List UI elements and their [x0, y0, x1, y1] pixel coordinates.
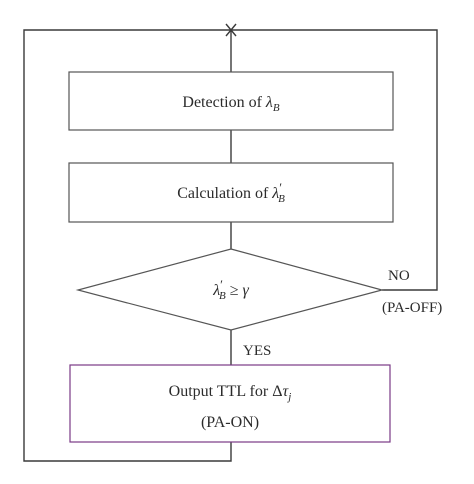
svg-text:λ′B ≥ γ: λ′B ≥ γ: [212, 277, 249, 302]
output-tau: τ: [283, 383, 290, 400]
pa-on-label: (PA-ON): [201, 414, 259, 431]
calculation-lambda: λ: [271, 185, 279, 202]
calculation-label: Calculation of: [177, 185, 272, 202]
detection-lambda: λ: [265, 94, 273, 111]
detection-label: Detection of: [182, 94, 266, 111]
decision-lambda: λ: [212, 282, 220, 299]
pa-off-label: (PA-OFF): [382, 300, 442, 316]
output-box: Output TTL for Δτj (PA-ON): [69, 364, 391, 443]
no-label: NO: [388, 268, 410, 284]
output-subscript: j: [286, 391, 291, 403]
output-label: Output TTL for: [169, 383, 273, 400]
calculation-box: Calculation of λ′B: [68, 162, 394, 223]
no-branch-connector: [231, 29, 438, 291]
calculation-prime: ′: [279, 180, 282, 195]
output-delta: Δ: [272, 383, 282, 400]
yes-label: YES: [243, 343, 271, 359]
detection-subscript: B: [273, 102, 280, 114]
decision-subscript: B: [219, 290, 226, 302]
decision-diamond: λ′B ≥ γ: [75, 248, 385, 331]
loop-back-connector: [23, 29, 232, 462]
detection-box: Detection of λB: [68, 71, 394, 131]
svg-text:Detection of λB: Detection of λB: [182, 94, 279, 114]
svg-text:Output TTL for Δτj: Output TTL for Δτj: [169, 383, 292, 403]
decision-relation: ≥ γ: [226, 282, 250, 299]
svg-text:Calculation of λ′B: Calculation of λ′B: [177, 180, 285, 205]
calculation-subscript: B: [278, 193, 285, 205]
decision-prime: ′: [220, 277, 223, 292]
